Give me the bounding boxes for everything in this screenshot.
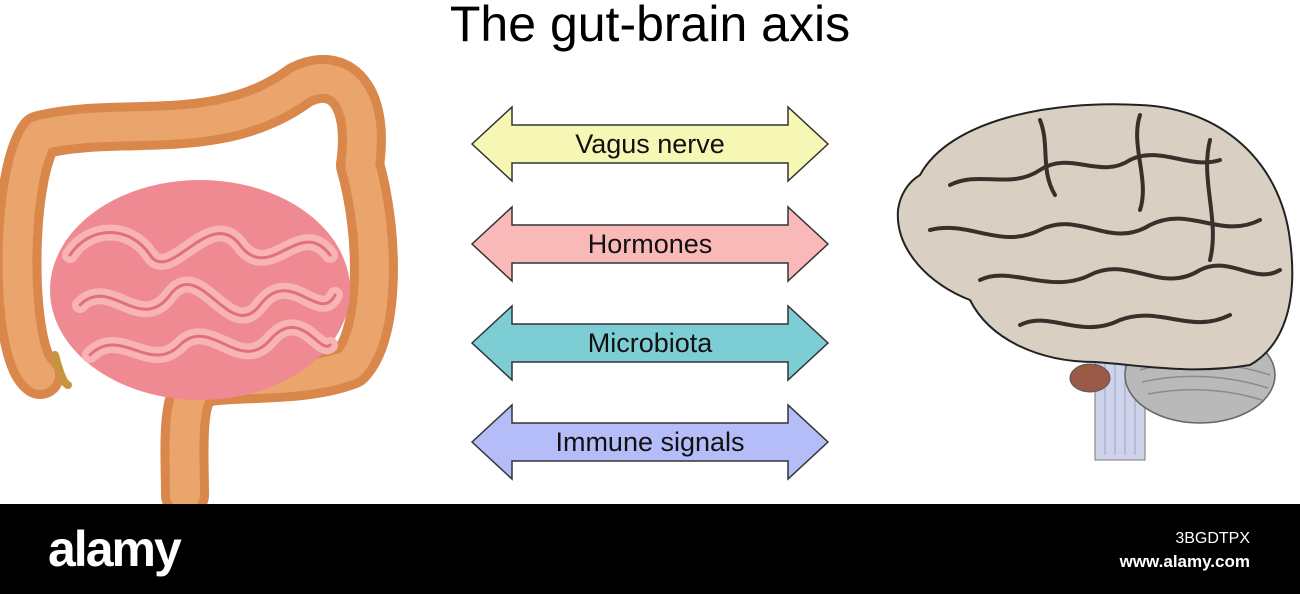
- arrow-immune-signals: Immune signals: [470, 403, 830, 481]
- arrow-label: Hormones: [587, 228, 713, 259]
- diagram-title: The gut-brain axis: [449, 0, 851, 52]
- alamy-logo: alamy: [48, 521, 182, 577]
- image-id: 3BGDTPX: [1175, 530, 1250, 547]
- arrow-label: Vagus nerve: [575, 128, 725, 159]
- arrow-hormones: Hormones: [470, 205, 830, 283]
- arrow-label: Immune signals: [555, 426, 745, 457]
- double-arrow-icon: [470, 205, 830, 283]
- arrow-vagus-nerve: Vagus nerve: [470, 105, 830, 183]
- double-arrow-icon: [470, 403, 830, 481]
- site-url: www.alamy.com: [1119, 552, 1250, 571]
- brain-icon: [896, 103, 1294, 461]
- intestines-icon: [0, 55, 398, 505]
- double-arrow-icon: [470, 304, 830, 382]
- arrow-microbiota: Microbiota: [470, 304, 830, 382]
- arrow-label: Microbiota: [587, 327, 713, 358]
- watermark-footer: alamy 3BGDTPX www.alamy.com: [0, 504, 1300, 594]
- double-arrow-icon: [470, 105, 830, 183]
